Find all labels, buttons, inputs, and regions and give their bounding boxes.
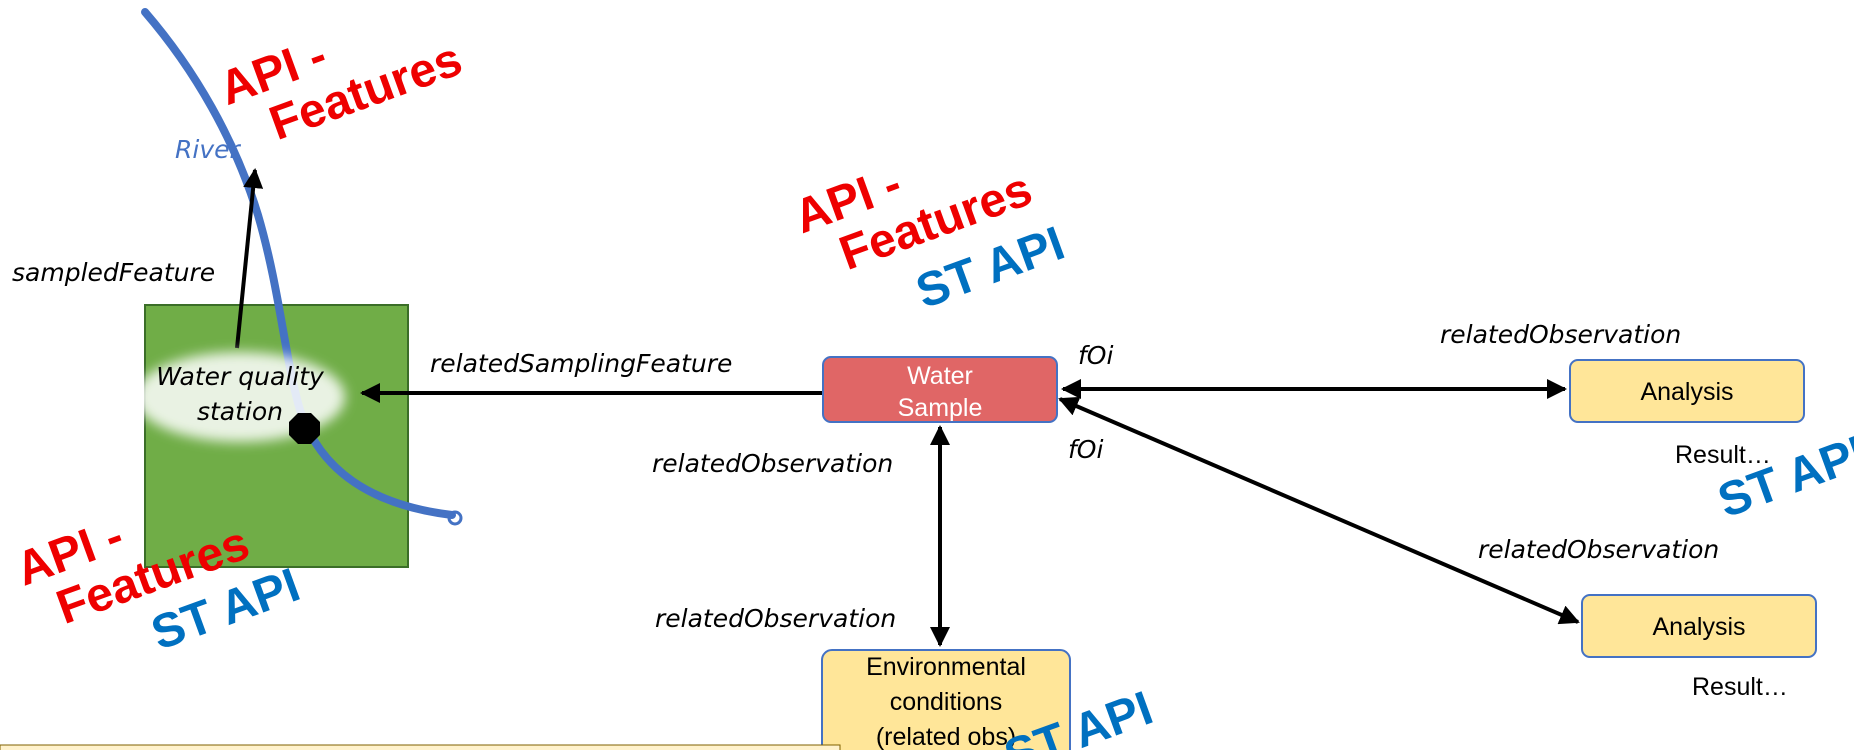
analysis-bottom-label: Analysis xyxy=(1652,613,1745,641)
sampled-feature-arrow xyxy=(235,168,264,349)
related-sampling-feature-label: relatedSamplingFeature xyxy=(430,349,732,378)
result-top-label: Result… xyxy=(1675,441,1771,469)
station-label-line1: Water quality xyxy=(156,362,325,391)
foi-top-label: fOi xyxy=(1078,341,1113,370)
analysis-bottom-node xyxy=(1581,594,1817,658)
river-end-icon xyxy=(447,510,463,526)
env-line2: conditions xyxy=(890,688,1003,716)
related-obs-left-label: relatedObservation xyxy=(652,449,893,478)
sampled-feature-label: sampledFeature xyxy=(12,258,215,287)
river-line xyxy=(141,8,456,519)
analysis-bottom-arrow xyxy=(1058,396,1580,625)
analysis-top-node xyxy=(1569,359,1805,423)
water-sample-line2: Sample xyxy=(898,394,983,422)
result-bottom-label: Result… xyxy=(1692,673,1788,701)
related-obs-top-right-label: relatedObservation xyxy=(1440,320,1681,349)
env-line3: (related obs) xyxy=(876,723,1016,750)
env-conditions-node xyxy=(821,649,1071,750)
station-label-line2: station xyxy=(197,397,283,426)
analysis-top-label: Analysis xyxy=(1640,378,1733,406)
related-obs-lower-right-label: relatedObservation xyxy=(1478,535,1719,564)
foi-bottom-label: fOi xyxy=(1068,435,1103,464)
footer-note-bar xyxy=(0,744,841,750)
water-sample-line1: Water xyxy=(907,362,973,390)
related-obs-bottom-label: relatedObservation xyxy=(655,604,896,633)
station-point-icon xyxy=(289,413,320,444)
water-sample-node xyxy=(822,356,1058,423)
api-features-tag-top: API - Features xyxy=(213,29,469,151)
river-label: River xyxy=(175,135,241,164)
env-line1: Environmental xyxy=(866,653,1026,681)
